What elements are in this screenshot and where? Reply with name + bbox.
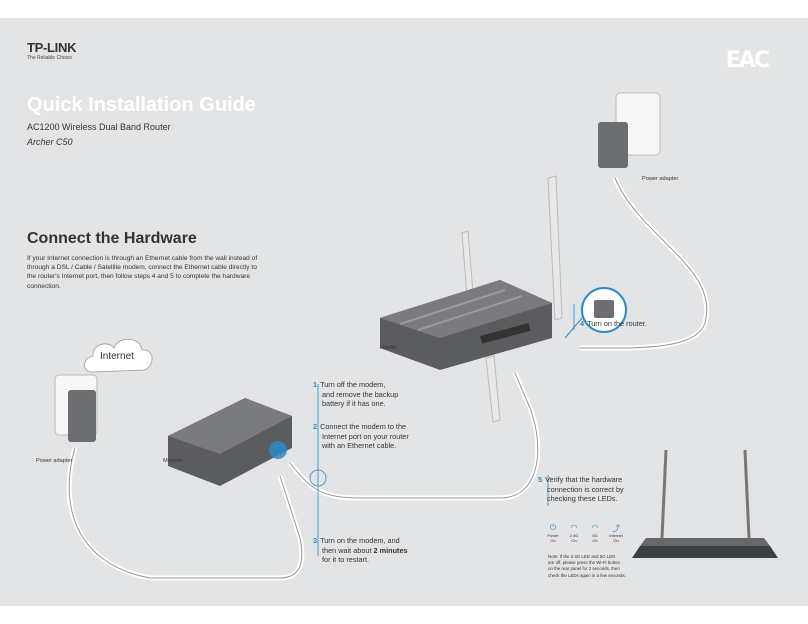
step-3-number: 3 (313, 536, 318, 545)
step-5-number: 5 (538, 475, 543, 484)
brand-tagline: The Reliable Choice (27, 55, 73, 61)
brand-name: TP-LINK (27, 40, 77, 55)
wifi-5g-led-icon: ◠ (591, 523, 599, 532)
wifi-2g-led-icon: ◠ (570, 523, 578, 532)
router-antenna-right (547, 175, 563, 321)
front-router-antenna-left (660, 449, 668, 539)
ethernet-cable-edge (289, 372, 539, 499)
led-indicators: ⏻ Power On ◠ 2.4G On ◠ 5G On ⤴ Internet … (546, 523, 623, 543)
internet-led-icon: ⤴ (612, 524, 620, 533)
front-router-icon (632, 546, 778, 558)
brand-logo: TP-LINK The Reliable Choice (27, 40, 76, 61)
power-adapter-left-icon (68, 390, 96, 442)
step-1-number: 1 (313, 380, 318, 389)
front-router-antenna-right (743, 449, 751, 539)
led-internet: ⤴ Internet On (609, 524, 623, 543)
modem-power-cable-edge (68, 447, 303, 579)
product-subtitle: AC1200 Wireless Dual Band Router (27, 122, 171, 132)
internet-cloud-icon (84, 338, 153, 373)
eac-mark: EAC (725, 48, 770, 73)
hardware-illustration (54, 92, 778, 581)
power-adapter-left-label: Power adapter (36, 458, 73, 464)
section-intro: If your Internet connection is through a… (27, 255, 258, 290)
router-ports-icon (479, 323, 531, 344)
router-label: Router (380, 345, 397, 351)
router-top (380, 280, 552, 338)
led-2g: ◠ 2.4G On (567, 523, 581, 543)
led-power: ⏻ Power On (547, 523, 559, 543)
step-4-number: 4 (580, 319, 585, 328)
led-note: Note: If the 2.4G LED and 5G LED are off… (548, 554, 626, 578)
page-title: Quick Installation Guide (27, 94, 256, 116)
product-model: Archer C50 (27, 137, 73, 147)
internet-label: Internet (100, 351, 134, 362)
power-led-icon: ⏻ (549, 523, 557, 532)
router-antenna-rear (485, 355, 501, 423)
guide-page: TP-LINK The Reliable Choice EAC Quick In… (0, 18, 808, 606)
power-adapter-right-icon (598, 122, 628, 168)
led-5g: ◠ 5G On (588, 523, 602, 543)
section-heading: Connect the Hardware (27, 230, 197, 247)
modem-power-button-icon (269, 441, 287, 459)
power-adapter-right-label: Power adapter (642, 176, 679, 182)
router-power-cable-edge (580, 177, 708, 349)
step-2-number: 2 (313, 422, 318, 431)
modem-label: Modem (163, 458, 182, 464)
